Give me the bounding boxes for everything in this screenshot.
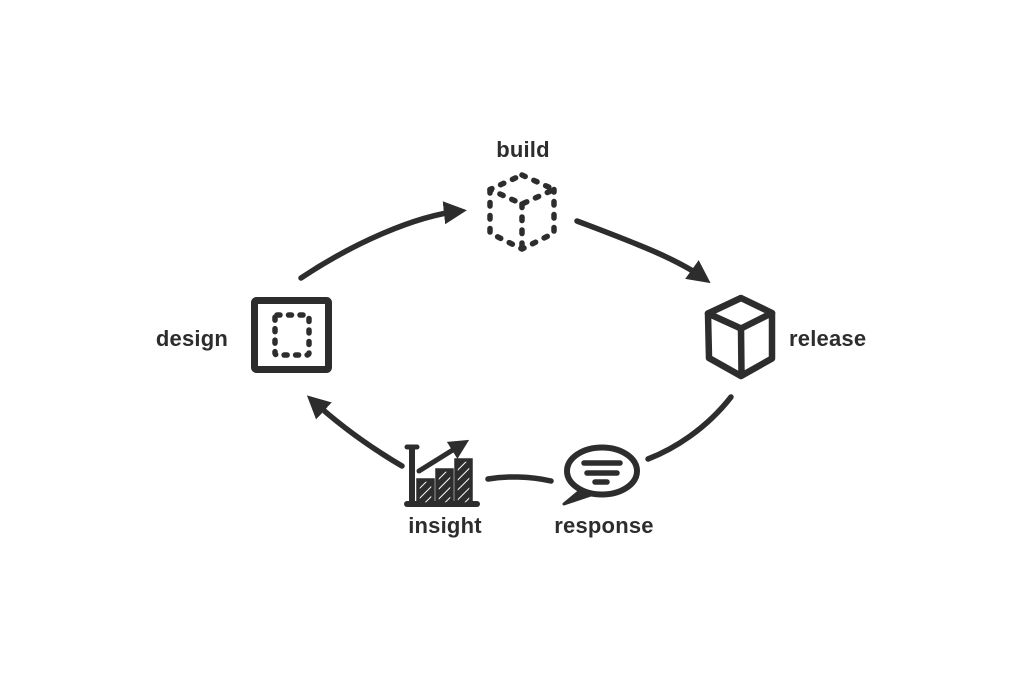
edge-design-to-build	[298, 201, 467, 281]
node-label-design: design	[155, 326, 228, 351]
speech-bubble-icon	[560, 444, 642, 508]
framed-dashed-square-icon	[250, 296, 334, 375]
cube-icon	[704, 294, 776, 380]
node-label-release: release	[789, 326, 867, 351]
node-label-insight: insight	[408, 513, 482, 538]
edge-release-to-response	[645, 394, 734, 462]
edge-insight-to-design	[306, 395, 405, 469]
node-label-response: response	[554, 513, 654, 538]
dashed-cube-icon	[486, 171, 558, 253]
edge-build-to-release	[574, 218, 711, 284]
node-label-build: build	[496, 137, 550, 162]
edge-response-to-insight	[485, 474, 554, 484]
bar-chart-icon	[402, 436, 482, 510]
